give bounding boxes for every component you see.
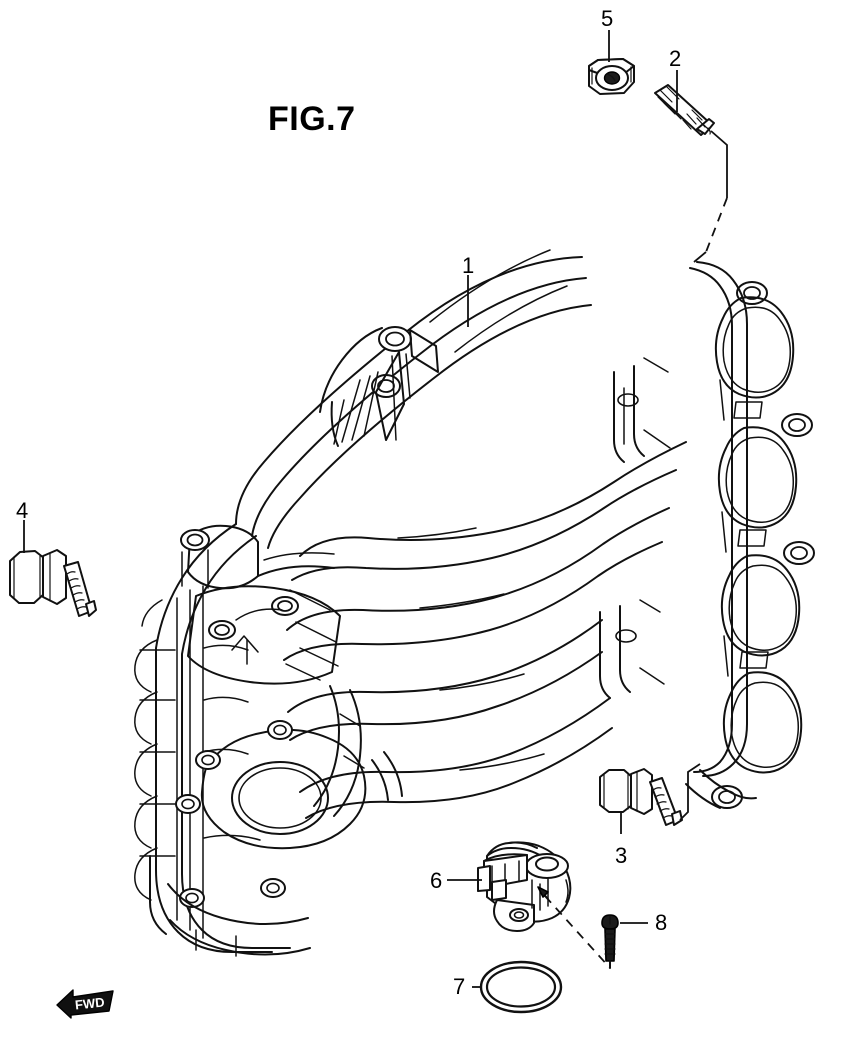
manifold-upper-bracket [319, 326, 439, 447]
callout-3: 3 [615, 843, 628, 868]
callout-5: 5 [601, 6, 614, 31]
fwd-label: FWD [74, 995, 105, 1013]
part-flange-nut [588, 58, 635, 95]
part-stud-bolt [654, 84, 715, 136]
part-flange-bolt-lower [599, 768, 683, 826]
callout-7: 7 [453, 974, 466, 999]
part-intake-manifold [134, 249, 815, 957]
page-title: FIG.7 [268, 100, 356, 138]
callout-6: 6 [430, 868, 443, 893]
callout-2: 2 [669, 46, 682, 71]
callout-1: 1 [462, 253, 475, 278]
fwd-arrow-shape [56, 989, 114, 1019]
fwd-direction-marker: FWD [55, 985, 117, 1019]
part-flange-bolt-left [9, 549, 97, 617]
callout-4: 4 [16, 498, 29, 523]
callout-leader-lines [23, 30, 728, 988]
part-throttle-position-sensor [477, 841, 572, 932]
fwd-arrow-icon: FWD [56, 989, 114, 1019]
part-o-ring [479, 960, 563, 1014]
callout-8: 8 [655, 910, 668, 935]
part-screw [601, 914, 619, 969]
